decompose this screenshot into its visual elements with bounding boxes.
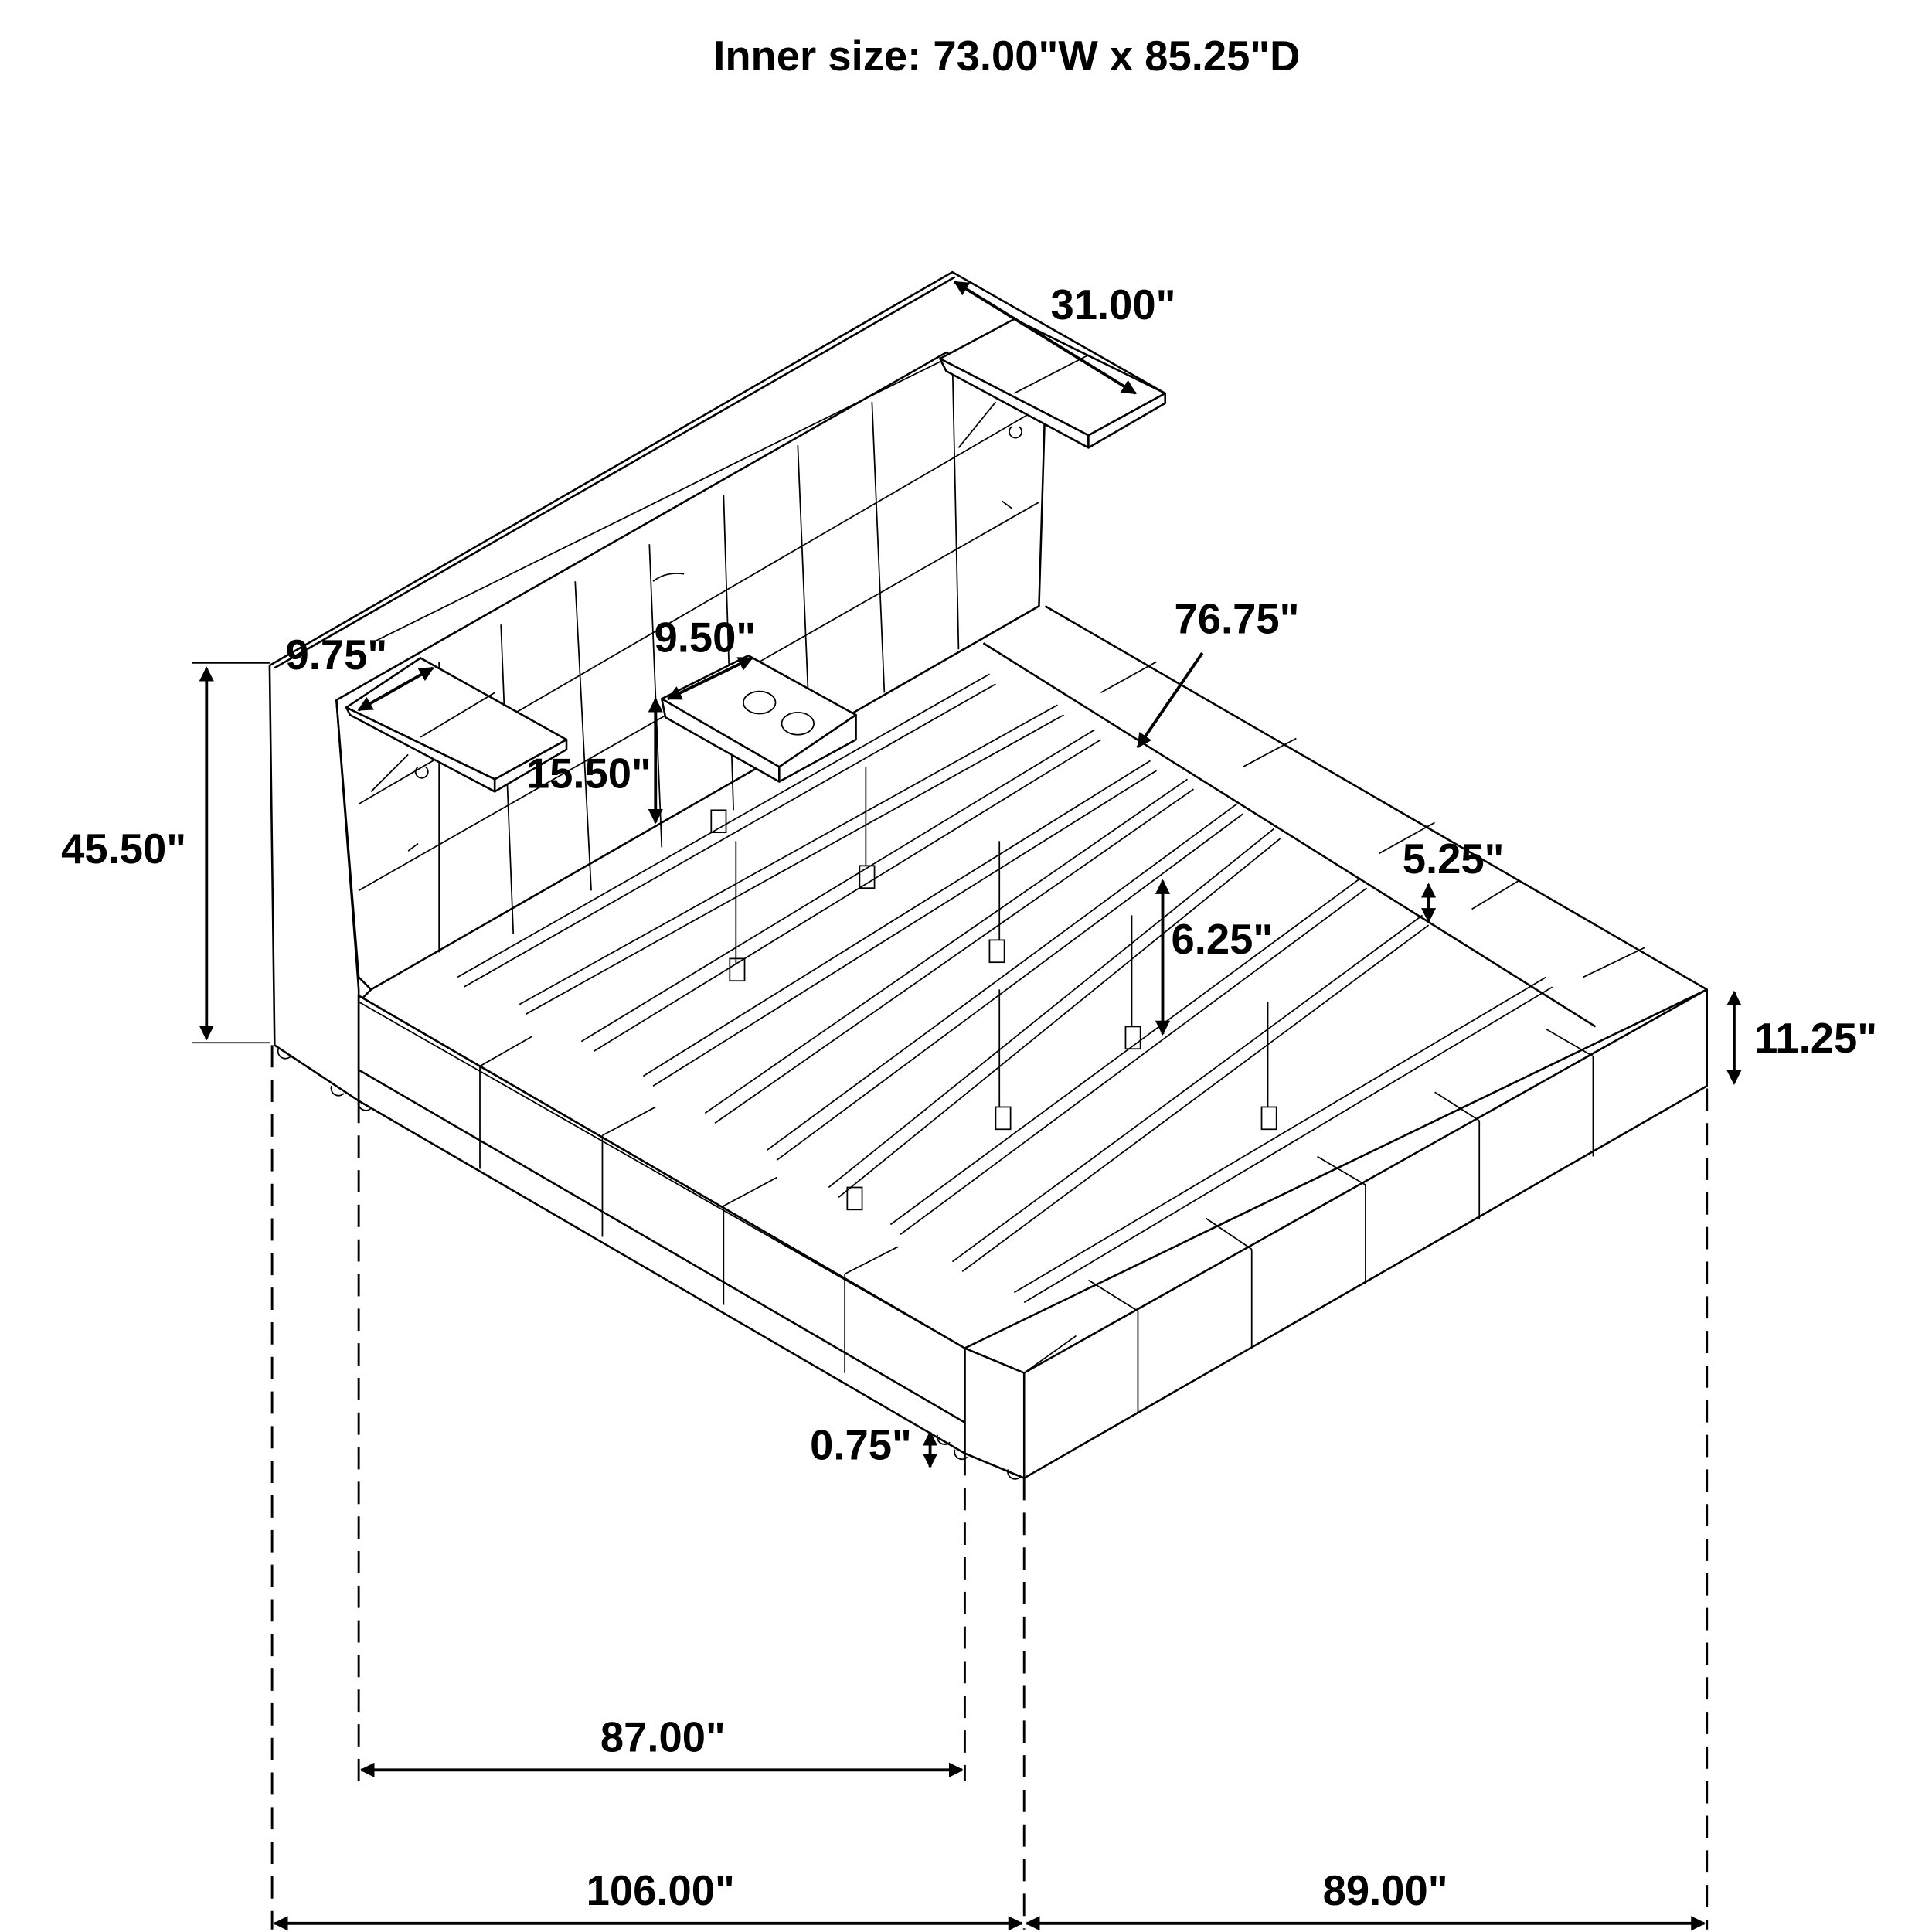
label-overall-height: 45.50" (61, 825, 186, 872)
label-shelf-height: 15.50" (526, 750, 651, 798)
label-overall-width: 89.00" (1323, 1867, 1448, 1914)
slats (457, 673, 1553, 1304)
dimension-labels: 31.00" 9.75" 9.50" 45.50" 15.50" 76.75" … (61, 281, 1877, 1914)
label-slat-length: 76.75" (1175, 595, 1300, 642)
bed-base (277, 988, 1708, 1480)
label-foot-height: 0.75" (810, 1422, 912, 1469)
label-left-shelf-depth: 9.75" (285, 631, 387, 679)
label-rail-height: 5.25" (1403, 835, 1505, 883)
label-base-height: 11.25" (1754, 1015, 1877, 1062)
label-slat-clearance: 6.25" (1171, 916, 1273, 963)
inner-size-title: Inner size: 73.00"W x 85.25"D (713, 32, 1300, 80)
label-inner-length: 87.00" (600, 1713, 726, 1760)
dimension-lines (192, 281, 1742, 1931)
label-nightstand-depth: 9.50" (654, 614, 756, 661)
cupholder-icon (743, 690, 777, 715)
label-shelf-width: 31.00" (1050, 281, 1175, 328)
cupholder-icon (781, 712, 815, 736)
label-overall-length: 106.00" (587, 1867, 735, 1914)
